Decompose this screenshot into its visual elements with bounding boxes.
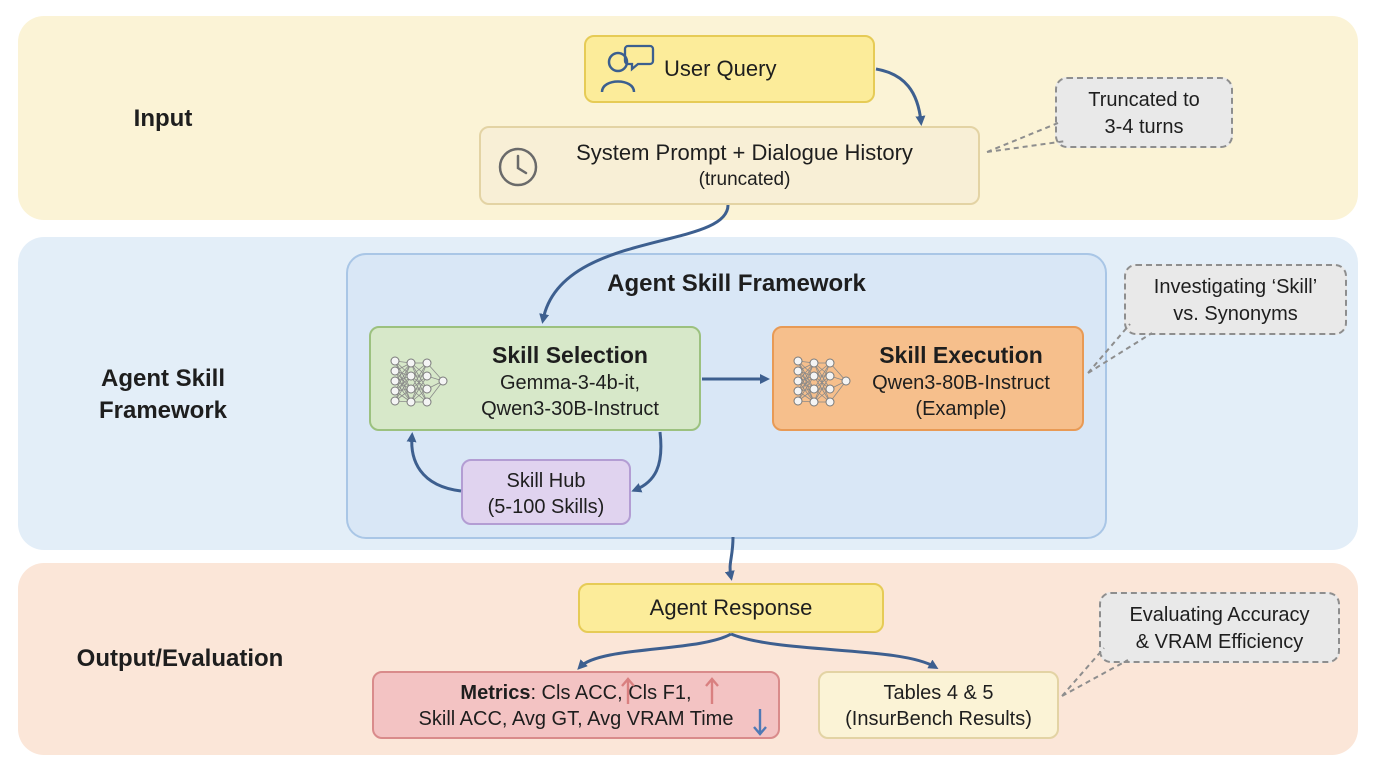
skill-execution-node: Skill Execution Qwen3-80B-Instruct (Exam… bbox=[772, 326, 1084, 431]
metrics-line2: Skill ACC, Avg GT, Avg VRAM Time bbox=[418, 708, 734, 730]
user-chat-icon bbox=[600, 44, 655, 93]
callout-evaluating-line1: Evaluating Accuracy bbox=[1129, 604, 1310, 626]
system-prompt-node: System Prompt + Dialogue History (trunca… bbox=[479, 126, 980, 205]
skill-selection-node: Skill Selection Gemma-3-4b-it, Qwen3-30B… bbox=[369, 326, 701, 431]
user-query-node: User Query bbox=[584, 35, 875, 103]
skill-execution-line2: (Example) bbox=[915, 398, 1007, 420]
band-label-agent-line1: Agent Skill bbox=[100, 365, 226, 392]
neural-network-icon bbox=[793, 356, 851, 407]
callout-evaluating: Evaluating Accuracy & VRAM Efficiency bbox=[1099, 592, 1340, 663]
band-label-output: Output/Evaluation bbox=[76, 645, 284, 672]
agent-response-node: Agent Response bbox=[578, 583, 884, 633]
metrics-node: Metrics: Cls ACC, Cls F1, Skill ACC, Avg… bbox=[372, 671, 780, 739]
skill-hub-line2: (5-100 Skills) bbox=[487, 496, 605, 518]
callout-pointer-evaluating bbox=[1061, 647, 1129, 697]
skill-selection-line2: Qwen3-30B-Instruct bbox=[481, 398, 659, 420]
band-label-agent: Agent Skill Framework bbox=[60, 363, 266, 427]
skill-execution-line1: Qwen3-80B-Instruct bbox=[872, 372, 1050, 394]
band-label-input: Input bbox=[133, 105, 193, 132]
callout-pointer-truncated bbox=[986, 122, 1067, 153]
skill-selection-title: Skill Selection bbox=[492, 342, 648, 368]
skill-execution-title: Skill Execution bbox=[879, 342, 1043, 368]
callout-pointer-synonyms bbox=[1087, 323, 1153, 374]
callout-skill-synonyms-line2: vs. Synonyms bbox=[1173, 303, 1298, 325]
arrow-response-to-metrics bbox=[577, 632, 732, 670]
arrow-down-icon bbox=[753, 709, 767, 736]
tables-line1: Tables 4 & 5 bbox=[883, 682, 994, 704]
tables-node: Tables 4 & 5 (InsurBench Results) bbox=[818, 671, 1059, 739]
callout-skill-synonyms: Investigating ‘Skill’ vs. Synonyms bbox=[1124, 264, 1347, 335]
metrics-bold-label: Metrics bbox=[460, 682, 531, 704]
arrow-response-to-tables bbox=[730, 632, 939, 670]
system-prompt-line2: (truncated) bbox=[698, 169, 791, 190]
user-query-label: User Query bbox=[664, 56, 777, 81]
skill-hub-node: Skill Hub (5-100 Skills) bbox=[461, 459, 631, 525]
arrow-userquery-to-prompt bbox=[875, 67, 926, 126]
metrics-line1-text: : Cls ACC, Cls F1, bbox=[530, 682, 692, 704]
system-prompt-line1: System Prompt + Dialogue History bbox=[576, 140, 913, 165]
neural-network-icon bbox=[390, 356, 448, 407]
arrow-up-icon bbox=[705, 677, 719, 704]
callout-truncated: Truncated to 3-4 turns bbox=[1055, 77, 1233, 148]
callout-truncated-line1: Truncated to bbox=[1088, 89, 1200, 111]
skill-selection-line1: Gemma-3-4b-it, bbox=[499, 372, 641, 394]
skill-hub-line1: Skill Hub bbox=[506, 470, 586, 492]
callout-truncated-line2: 3-4 turns bbox=[1104, 116, 1184, 138]
tables-line2: (InsurBench Results) bbox=[845, 708, 1032, 730]
arrow-selection-to-hub bbox=[631, 431, 663, 493]
framework-title: Agent Skill Framework bbox=[607, 270, 866, 297]
arrow-up-icon bbox=[621, 677, 635, 704]
callout-evaluating-line2: & VRAM Efficiency bbox=[1135, 631, 1304, 653]
callout-skill-synonyms-line1: Investigating ‘Skill’ bbox=[1153, 276, 1318, 298]
band-label-agent-line2: Framework bbox=[98, 397, 228, 424]
arrow-hub-to-selection bbox=[406, 432, 462, 493]
metrics-line1: Metrics: Cls ACC, Cls F1, bbox=[374, 680, 778, 706]
clock-icon bbox=[498, 147, 538, 187]
arrow-framework-to-response bbox=[724, 536, 735, 581]
arrow-prompt-to-selection bbox=[539, 204, 730, 324]
agent-response-label: Agent Response bbox=[649, 595, 813, 620]
